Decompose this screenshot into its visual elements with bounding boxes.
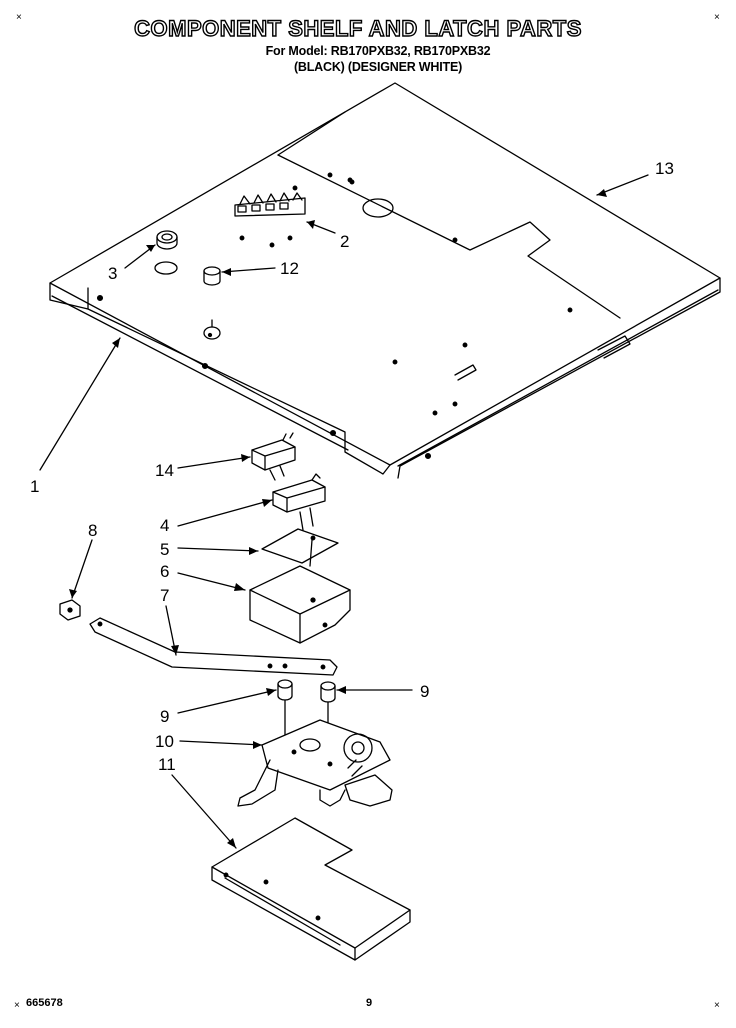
- callout-12: 12: [280, 259, 299, 278]
- registration-mark-bottom-left: ×: [14, 1000, 20, 1011]
- registration-mark-bottom-right: ×: [714, 1000, 720, 1011]
- leader-9-left: [177, 689, 277, 714]
- callout-14: 14: [155, 461, 174, 480]
- latch-handle-knob: [59, 599, 81, 621]
- switch-insulator: [261, 528, 339, 564]
- terminal-block: [234, 192, 306, 217]
- color-variants: (BLACK) (DESIGNER WHITE): [293, 60, 463, 74]
- door-lock-switch: [251, 432, 296, 481]
- latch-switch: [272, 473, 326, 531]
- callout-13: 13: [655, 159, 674, 178]
- leader-5: [177, 547, 259, 552]
- callout-4: 4: [160, 516, 170, 535]
- page-number: 9: [366, 997, 373, 1009]
- model-numbers: For Model: RB170PXB32, RB170PXB32: [265, 44, 491, 58]
- callout-11: 11: [158, 755, 176, 774]
- registration-mark-top-right: ×: [714, 12, 720, 23]
- spacer-right: [320, 681, 336, 741]
- page-title: COMPONENT SHELF AND LATCH PARTS: [133, 15, 582, 41]
- door-latch-assembly: [237, 719, 393, 807]
- leader-13: [596, 174, 649, 196]
- leader-10: [179, 740, 263, 746]
- document-number: 665678: [26, 997, 63, 1009]
- callout-2: 2: [340, 232, 350, 251]
- callout-8: 8: [88, 521, 98, 540]
- leader-6: [177, 572, 246, 591]
- leader-arrowheads: [69, 189, 607, 848]
- callout-6: 6: [160, 562, 170, 581]
- leader-1: [39, 337, 121, 471]
- callout-3: 3: [108, 264, 118, 283]
- callout-5: 5: [160, 540, 170, 559]
- grommet: [154, 230, 178, 275]
- leader-11: [171, 774, 237, 849]
- callout-10: 10: [155, 732, 174, 751]
- bumper-plug: [203, 266, 221, 286]
- latch-mounting-plate: [211, 817, 411, 961]
- leader-14: [177, 456, 251, 469]
- leader-lines: [39, 174, 649, 849]
- leader-4: [177, 499, 273, 527]
- callout-9-left: 9: [160, 707, 170, 726]
- callout-9-right: 9: [420, 682, 430, 701]
- spacer-left: [277, 679, 293, 741]
- switch-mounting-bracket: [249, 539, 351, 644]
- leader-8: [71, 539, 93, 599]
- registration-mark-top-left: ×: [16, 12, 22, 23]
- callout-1: 1: [30, 477, 40, 496]
- latch-operating-rod: [89, 617, 338, 676]
- component-shelf: [49, 82, 721, 479]
- callout-7: 7: [160, 586, 170, 605]
